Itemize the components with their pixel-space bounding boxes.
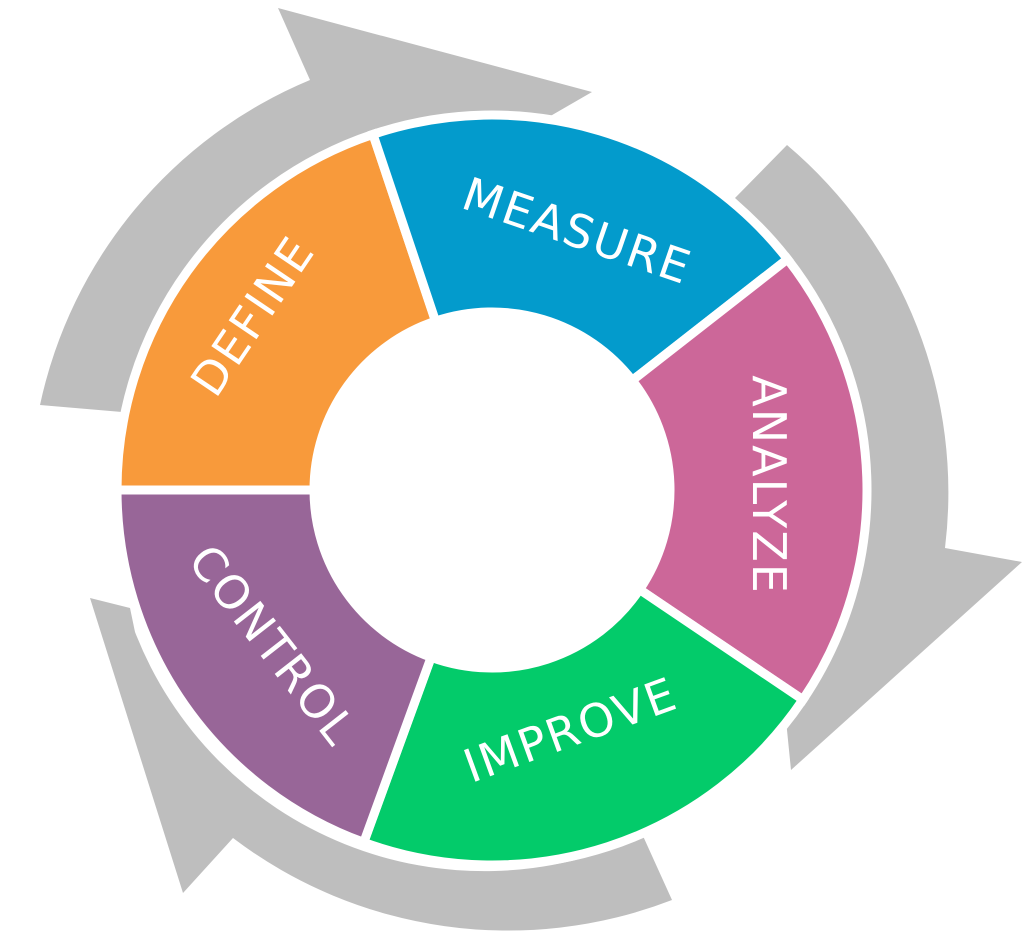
arrow-top-left-icon — [40, 8, 592, 412]
arrow-right-icon — [735, 145, 1022, 770]
arrow-bottom-left-icon — [90, 598, 672, 931]
cycle-arrows — [40, 8, 1022, 931]
wheel — [112, 110, 872, 870]
segment-label-analyze: ANALYZE — [742, 375, 796, 595]
center-hub — [314, 312, 670, 668]
